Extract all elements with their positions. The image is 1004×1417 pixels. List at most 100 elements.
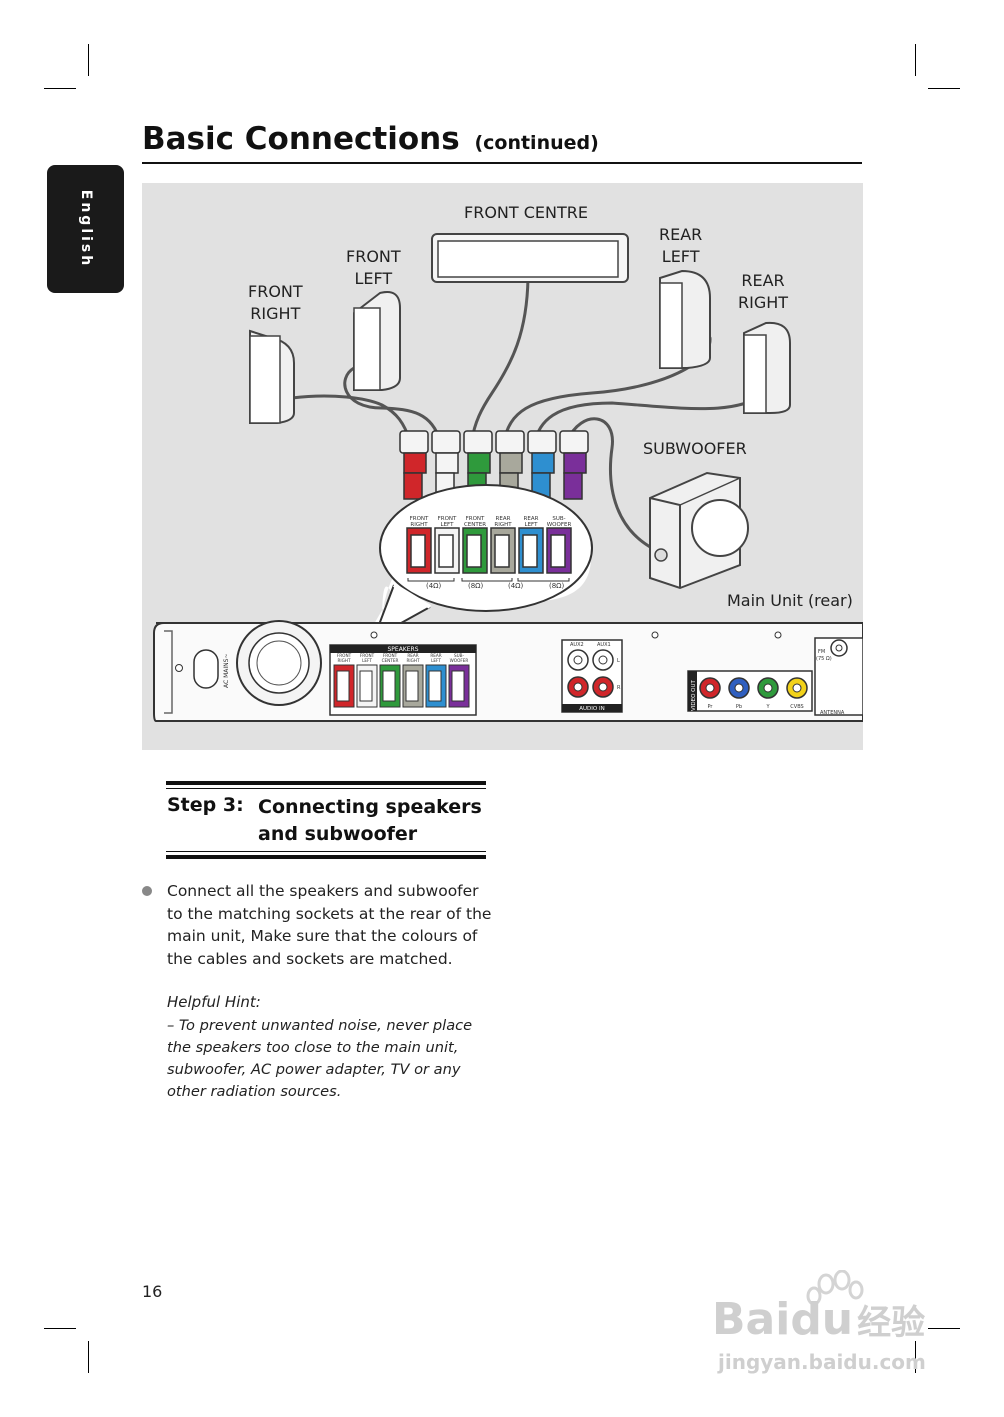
title-rule — [142, 162, 862, 164]
panel-socket — [333, 664, 355, 708]
plug-subwoofer — [559, 430, 589, 500]
label-front-centre: FRONT CENTRE — [464, 203, 588, 222]
crop-mark — [44, 88, 76, 89]
callout-channel-label: REAR — [524, 516, 539, 522]
cable-front-centre — [470, 276, 530, 443]
callout-channel-label: WOOFER — [547, 522, 572, 528]
page-number: 16 — [142, 1282, 163, 1301]
front-centre-speaker — [431, 233, 629, 283]
cable-front-left — [343, 366, 442, 443]
fm-label: FM — [818, 649, 825, 655]
step-rule — [166, 781, 486, 785]
watermark-brand-du: du — [790, 1294, 854, 1345]
callout-socket — [490, 527, 516, 574]
panel-channel-label: LEFT — [362, 658, 372, 663]
callout-channel-label: SUB- — [552, 516, 565, 522]
cable-subwoofer — [565, 417, 669, 557]
panel-channel-label: REAR — [430, 653, 441, 658]
watermark-brand-cn: 经验 — [857, 1303, 926, 1343]
label-rear-right-line1: REAR — [741, 271, 785, 290]
rear-left-speaker — [659, 269, 711, 369]
label-front-left-line2: LEFT — [354, 269, 393, 288]
hint-text: – To prevent unwanted noise, never place… — [167, 1017, 473, 1100]
audio-r-label: R — [617, 685, 621, 691]
callout-channel-label: CENTER — [464, 522, 486, 528]
step-number: Step 3: — [167, 794, 244, 816]
audio-in-label: AUDIO IN — [579, 706, 604, 712]
callout-socket — [434, 527, 460, 574]
panel-channel-label: RIGHT — [337, 658, 351, 663]
paw-icon — [806, 1270, 864, 1306]
callout-channel-label: LEFT — [441, 522, 455, 528]
video-out-label: VIDEO OUT — [691, 679, 697, 711]
label-front-left-line1: FRONT — [346, 247, 401, 266]
panel-socket — [379, 664, 401, 708]
panel-channel-label: SUB- — [454, 653, 465, 658]
language-tab: English — [47, 165, 124, 293]
fm-ohm-label: (75 Ω) — [816, 656, 832, 662]
aux1-label: AUX1 — [597, 642, 611, 648]
crop-mark — [88, 1341, 89, 1373]
callout-socket — [518, 527, 544, 574]
callout-channel-label: LEFT — [525, 522, 539, 528]
panel-channel-label: CENTER — [382, 658, 399, 663]
callout-socket — [462, 527, 488, 574]
step-title: Connecting speakers and subwoofer — [258, 796, 482, 845]
callout-socket — [546, 527, 572, 574]
cable-front-right — [290, 394, 412, 443]
front-right-speaker — [249, 329, 295, 424]
label-front-left: FRONT LEFT — [346, 246, 401, 290]
callout-channel-label: RIGHT — [494, 522, 512, 528]
callout-channel-label: RIGHT — [410, 522, 428, 528]
page-title-continued: (continued) — [474, 132, 599, 154]
panel-channel-label: FRONT — [337, 653, 352, 658]
label-front-right-line2: RIGHT — [250, 304, 301, 323]
label-rear-left-line1: REAR — [659, 225, 703, 244]
callout-channel-label: FRONT — [466, 516, 485, 522]
video-jack: Pb — [728, 677, 750, 710]
plug-rear-right — [495, 430, 525, 500]
speaker-terminal-callout: FRONTRIGHTFRONTLEFTFRONTCENTERREARRIGHTR… — [370, 484, 593, 641]
instruction-text: Connect all the speakers and subwoofer t… — [167, 882, 492, 968]
speakers-title: SPEAKERS — [387, 646, 418, 653]
callout-channel-label: REAR — [496, 516, 511, 522]
crop-mark — [44, 1328, 76, 1329]
page-title: Basic Connections (continued) — [142, 121, 599, 157]
step-rule — [166, 855, 486, 859]
antenna-label: ANTENNA — [820, 710, 845, 716]
label-rear-left-line2: LEFT — [661, 247, 700, 266]
audio-l-label: L — [617, 658, 620, 664]
plug-rear-left — [527, 430, 557, 500]
impedance-label: (8Ω) — [468, 582, 484, 590]
crop-mark — [88, 44, 89, 76]
watermark-brand: Bai — [712, 1294, 791, 1345]
language-tab-label: English — [77, 189, 94, 269]
bullet-icon — [142, 886, 152, 896]
video-jack-label: CVBS — [790, 704, 803, 710]
video-jack-label: Pb — [736, 704, 742, 710]
step-rule — [166, 788, 486, 789]
crop-mark — [928, 1328, 960, 1329]
panel-channel-label: FRONT — [360, 653, 375, 658]
panel-channel-label: REAR — [407, 653, 418, 658]
video-jack: Pr — [699, 677, 721, 710]
connection-diagram-art: FRONTRIGHTFRONTLEFTFRONTCENTERREARRIGHTR… — [153, 233, 863, 722]
impedance-label: (4Ω) — [426, 582, 442, 590]
rear-right-speaker — [743, 321, 791, 414]
aux2-label: AUX2 — [570, 642, 584, 648]
main-unit-rear-panel: AC MAINS~ SPEAKERS FRONTRIGHTFRONTLEFTFR… — [153, 620, 863, 722]
watermark-url: jingyan.baidu.com — [718, 1350, 926, 1374]
video-jack: Y — [757, 677, 779, 710]
crop-mark — [915, 44, 916, 76]
cable-rear-left — [533, 386, 774, 443]
label-rear-left: REAR LEFT — [659, 224, 702, 268]
plug-front-right — [399, 430, 429, 500]
callout-channel-label: FRONT — [438, 516, 457, 522]
label-front-right-line1: FRONT — [248, 282, 303, 301]
callout-channel-label: FRONT — [410, 516, 429, 522]
impedance-label: (8Ω) — [549, 582, 565, 590]
panel-channel-label: FRONT — [383, 653, 398, 658]
callout-socket — [406, 527, 432, 574]
subwoofer-unit — [649, 471, 749, 590]
